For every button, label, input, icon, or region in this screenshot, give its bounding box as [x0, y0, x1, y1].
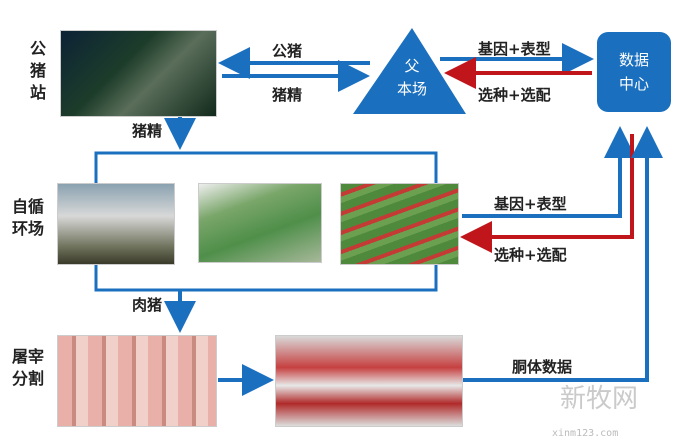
- farm-bracket-top: [94, 151, 438, 185]
- farm-photo-3: [340, 183, 459, 265]
- gene-label-mid: 基因+表型: [494, 195, 567, 213]
- data-center-label-2: 中心: [618, 75, 649, 93]
- slaughter-label: 屠宰分割: [12, 347, 45, 388]
- data-center-label-1: 数据: [618, 51, 649, 69]
- data-center: 数据中心: [597, 32, 671, 112]
- gene-label-top: 基因+表型: [478, 40, 551, 58]
- watermark-url: xinm123.com: [552, 428, 619, 439]
- farm-photo-1: [57, 183, 175, 265]
- select-label-top: 选种+选配: [478, 86, 551, 104]
- slaughter-photo: [57, 335, 217, 427]
- cutting-line-photo: [275, 335, 463, 427]
- sire-farm-triangle: [353, 28, 466, 114]
- watermark-logo: 新牧网: [560, 384, 639, 414]
- semen-label: 猪精: [272, 86, 303, 104]
- fattening-label: 肉猪: [132, 296, 163, 314]
- boar-label: 公猪: [272, 42, 303, 60]
- arrow-carcass: [462, 126, 663, 382]
- farm-photo-2: [198, 183, 322, 263]
- arrow-select-mid: [460, 134, 634, 253]
- self-cycle-farm-label: 自循环场: [12, 197, 45, 238]
- sire-farm-label-2: 本场: [396, 80, 427, 98]
- arrow-gene-mid: [462, 126, 636, 218]
- carcass-label: 胴体数据: [512, 358, 573, 376]
- sire-farm-label-1: 父: [404, 57, 420, 75]
- boar-station-photo: [60, 30, 217, 117]
- boar-station-label: 公猪站: [30, 39, 47, 102]
- select-label-mid: 选种+选配: [494, 246, 567, 264]
- semen-down-label: 猪精: [132, 122, 163, 140]
- farm-bracket-bottom: [94, 262, 438, 292]
